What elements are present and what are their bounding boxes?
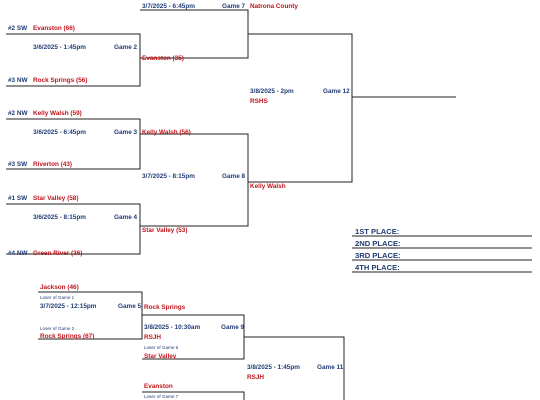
game5-team1: Jackson (46) <box>40 284 79 291</box>
place-1st: 1ST PLACE: <box>355 227 400 236</box>
game9-venue: RSJH <box>144 334 162 341</box>
game3-slot2: #3 SW <box>8 161 28 168</box>
game5-label: Game 5 <box>118 303 142 310</box>
game9-team: Star Valley <box>144 353 177 360</box>
game3-winner: Kelly Walsh (56) <box>142 129 191 136</box>
place-3rd: 3RD PLACE: <box>355 251 401 260</box>
game4-label: Game 4 <box>114 214 138 221</box>
game5-loser1: Loser of Game 1 <box>40 295 75 300</box>
game8-winner: Kelly Walsh <box>250 183 286 190</box>
game4-slot2: #4 NW <box>8 250 28 257</box>
game4-team2: Green River (36) <box>33 250 83 257</box>
game7-label: Game 7 <box>222 3 246 10</box>
game8-time: 3/7/2025 - 8:15pm <box>142 173 195 180</box>
game3-team1: Kelly Walsh (59) <box>33 110 82 117</box>
game7-time: 3/7/2025 - 6:45pm <box>142 3 195 10</box>
game7-team: Natrona County <box>250 3 298 10</box>
game11-label: Game 11 <box>317 364 344 371</box>
game2-slot2: #3 NW <box>8 77 28 84</box>
game10-loser: Loser of Game 7 <box>144 394 179 399</box>
game4-time: 3/6/2025 - 8:15pm <box>33 214 86 221</box>
game4-slot1: #1 SW <box>8 195 28 202</box>
game12-label: Game 12 <box>323 88 350 95</box>
game2-time: 3/6/2025 - 1:45pm <box>33 44 86 51</box>
game9-time: 3/8/2025 - 10:30am <box>144 324 201 331</box>
bracket-line-group <box>6 9 532 400</box>
game2-winner: Evanston (35) <box>142 55 184 62</box>
game5-time: 3/7/2025 - 12:15pm <box>40 303 97 310</box>
game12-venue: RSHS <box>250 98 268 105</box>
game4-team1: Star Valley (58) <box>33 195 79 202</box>
game3-slot1: #2 NW <box>8 110 28 117</box>
game12-time: 3/8/2025 - 2pm <box>250 88 294 95</box>
game5-winner: Rock Springs <box>144 304 186 311</box>
place-2nd: 2ND PLACE: <box>355 239 401 248</box>
game11-venue: RSJH <box>247 374 265 381</box>
game2-team1: Evanston (66) <box>33 25 75 32</box>
game3-team2: Riverton (43) <box>33 161 73 168</box>
game2-team2: Rock Springs (56) <box>33 77 88 84</box>
game3-label: Game 3 <box>114 129 138 136</box>
game3-time: 3/6/2025 - 6:45pm <box>33 129 86 136</box>
place-4th: 4TH PLACE: <box>355 263 400 272</box>
game2-slot1: #2 SW <box>8 25 28 32</box>
game2-label: Game 2 <box>114 44 138 51</box>
game8-label: Game 8 <box>222 173 246 180</box>
game9-loser: Loser of Game 6 <box>144 345 179 350</box>
game5-loser2: Loser of Game 2 <box>40 326 75 331</box>
game10-team: Evanston <box>144 383 173 390</box>
game9-label: Game 9 <box>221 324 245 331</box>
game5-team2: Rock Springs (67) <box>40 333 95 340</box>
game4-winner: Star Valley (53) <box>142 227 188 234</box>
game11-time: 3/8/2025 - 1:45pm <box>247 364 300 371</box>
